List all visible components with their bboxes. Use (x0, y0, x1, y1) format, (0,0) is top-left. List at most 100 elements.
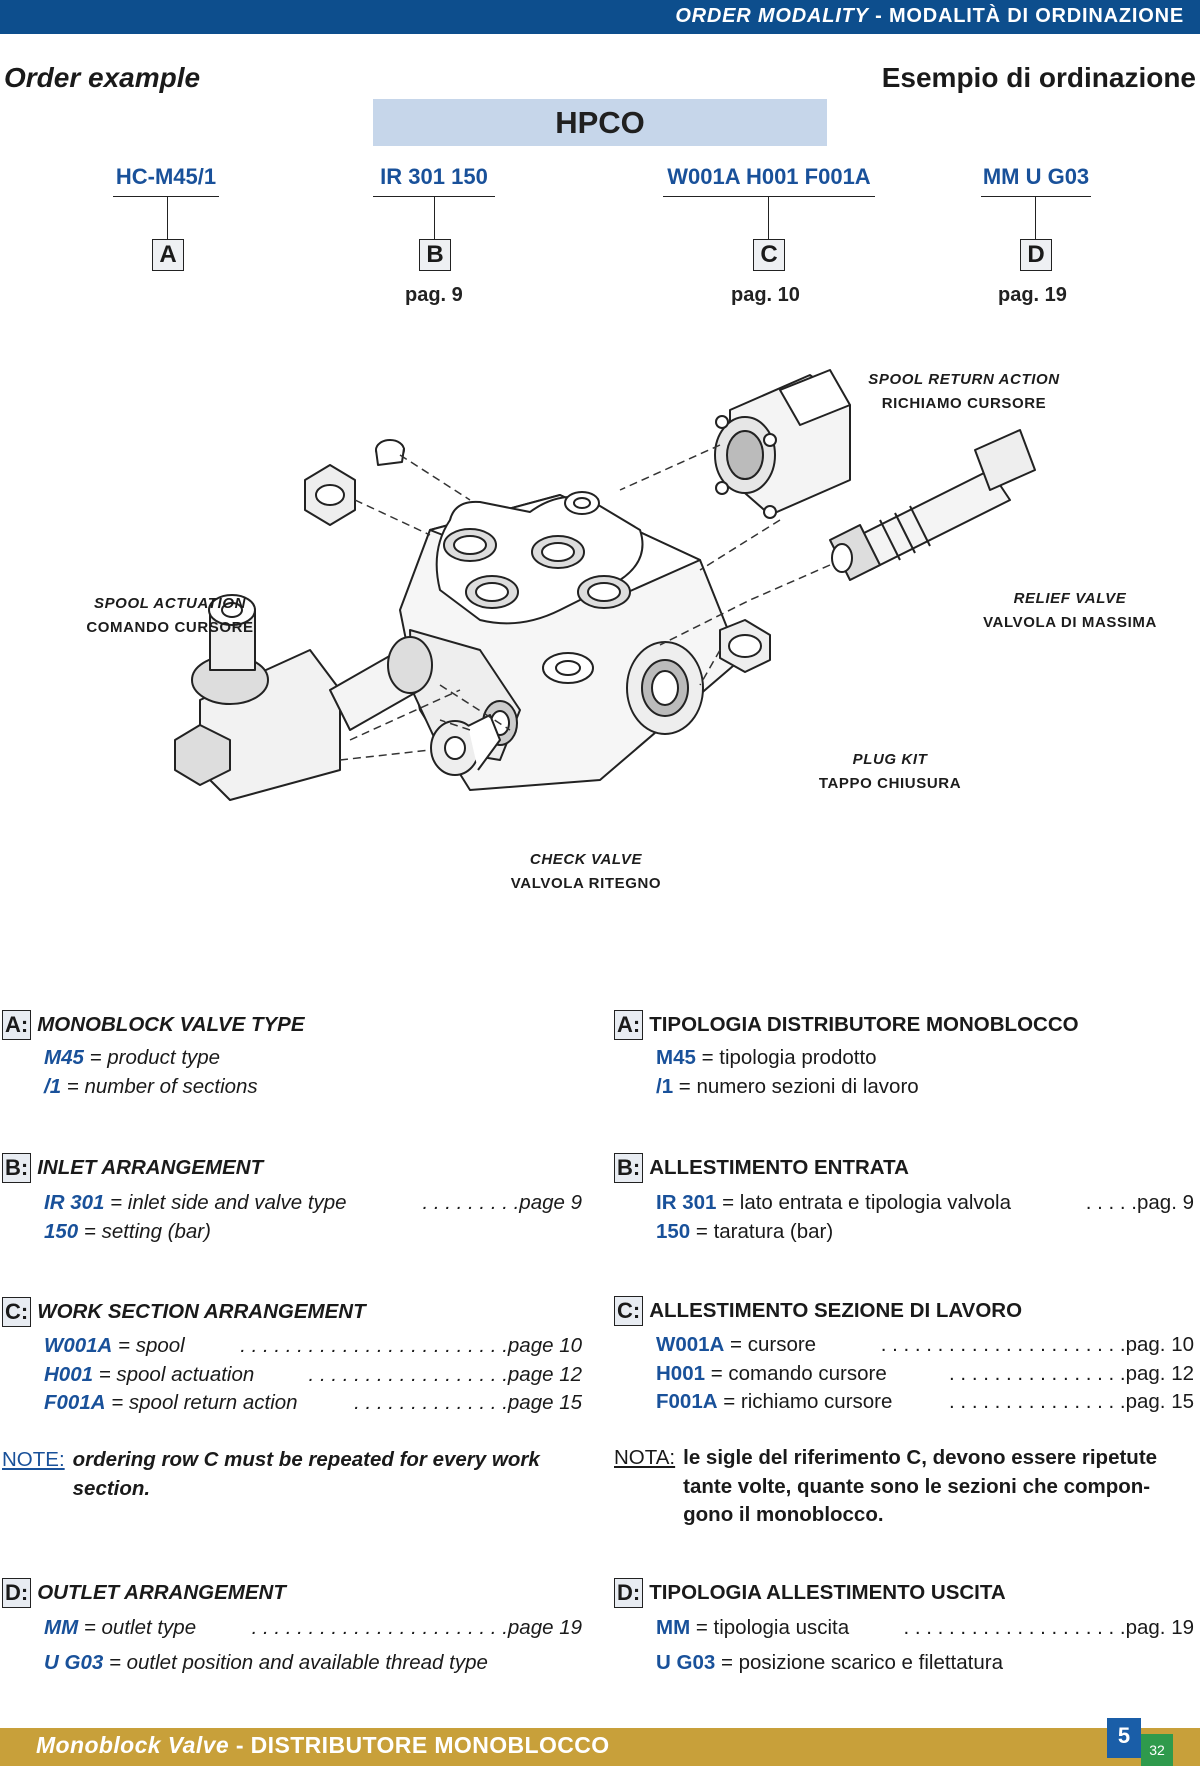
note-text: ordering row C must be repeated for ever… (72, 1448, 540, 1500)
key-box-c: C (753, 239, 785, 271)
page-number: 32 (1141, 1734, 1173, 1766)
key-box-a: A (152, 239, 184, 271)
item-code: /1 (44, 1074, 62, 1098)
header-title-it: MODALITÀ DI ORDINAZIONE (888, 5, 1184, 27)
item-page-ref: . . . . . . . . . . . . . . . . . . . . … (880, 1333, 1194, 1356)
section-b-it: B:ALLESTIMENTO ENTRATA IR 301 = lato ent… (614, 1153, 1194, 1246)
header-bar: ORDER MODALITY - MODALITÀ DI ORDINAZIONE (0, 0, 1200, 34)
section-title: TIPOLOGIA ALLESTIMENTO USCITA (649, 1581, 1006, 1604)
item-text: = inlet side and valve type (104, 1191, 347, 1214)
item-code: 150 (44, 1219, 79, 1243)
list-item: M45 = tipologia prodotto (614, 1044, 1194, 1073)
item-code: IR 301 (44, 1191, 105, 1214)
list-item: U G03 = posizione scarico e filettatura (614, 1649, 1194, 1678)
note-it: NOTA: le sigle del riferimento C, devono … (614, 1444, 1196, 1530)
section-b-it-heading: B:ALLESTIMENTO ENTRATA (614, 1153, 1194, 1183)
order-code-c: W001A H001 F001A (663, 164, 875, 197)
section-d-en-heading: D:OUTLET ARRANGEMENT (2, 1578, 582, 1608)
footer-bar (0, 1728, 1200, 1766)
item-text: = comando cursore (705, 1361, 887, 1385)
item-text: = product type (83, 1046, 221, 1069)
connector-b (434, 196, 435, 240)
section-d-en: D:OUTLET ARRANGEMENT MM = outlet type. .… (2, 1578, 582, 1677)
section-b-en: B:INLET ARRANGEMENT IR 301 = inlet side … (2, 1153, 582, 1246)
list-item: IR 301 = inlet side and valve type . . . … (2, 1189, 582, 1218)
item-page-ref: . . . . . . . . . . . . . .page 15 (354, 1391, 582, 1414)
spool-return-cover-illustration (714, 369, 851, 519)
section-b-en-heading: B:INLET ARRANGEMENT (2, 1153, 582, 1183)
list-item: MM = outlet type. . . . . . . . . . . . … (2, 1614, 582, 1643)
item-text: = setting (bar) (78, 1219, 211, 1243)
page-ref-b: pag. 9 (405, 284, 463, 306)
item-page-ref: . . . . . . . . . . . . . . . . . . . . … (240, 1334, 582, 1357)
item-code: MM (656, 1616, 691, 1639)
header-title-en: ORDER MODALITY (675, 5, 869, 27)
fitting-top-illustration (375, 439, 405, 466)
item-code: U G03 (656, 1650, 716, 1674)
item-text: = spool return action (105, 1391, 298, 1414)
note-text: le sigle del riferimento C, devono esser… (683, 1446, 1158, 1526)
spool-actuation-illustration (174, 594, 433, 801)
section-title: INLET ARRANGEMENT (37, 1156, 264, 1179)
section-title: MONOBLOCK VALVE TYPE (37, 1013, 305, 1036)
list-item: /1 = number of sections (2, 1073, 582, 1102)
item-code: F001A (44, 1391, 106, 1414)
section-key-b: B: (2, 1153, 32, 1183)
section-key-d: D: (2, 1578, 32, 1608)
section-c-it: C:ALLESTIMENTO SEZIONE DI LAVORO W001A =… (614, 1296, 1194, 1417)
label-relief-valve-en: RELIEF VALVE (1013, 590, 1127, 607)
list-item: F001A = richiamo cursore. . . . . . . . … (614, 1388, 1194, 1417)
section-a-en-heading: A:MONOBLOCK VALVE TYPE (2, 1010, 582, 1040)
title-it: Esempio di ordinazione (881, 62, 1196, 93)
key-box-d: D (1020, 239, 1052, 271)
item-page-ref: . . . . . . . . . . . . . . . .pag. 12 (949, 1361, 1194, 1385)
connector-a (167, 196, 168, 240)
item-text: = tipologia uscita (690, 1616, 850, 1639)
footer-title: Monoblock Valve - DISTRIBUTORE MONOBLOCC… (36, 1732, 610, 1759)
note-key: NOTA: (614, 1446, 676, 1469)
item-code: U G03 (44, 1650, 104, 1674)
item-code: IR 301 (656, 1191, 717, 1214)
list-item: M45 = product type (2, 1044, 582, 1073)
section-key-c: C: (2, 1297, 32, 1327)
section-d-it-heading: D:TIPOLOGIA ALLESTIMENTO USCITA (614, 1578, 1194, 1608)
exploded-valve-diagram (174, 369, 1036, 801)
item-page-ref: . . . . . . . . . . . . . . . .pag. 15 (949, 1390, 1194, 1413)
item-code: W001A (44, 1334, 113, 1357)
order-code-a: HC-M45/1 (113, 164, 219, 197)
section-c-it-heading: C:ALLESTIMENTO SEZIONE DI LAVORO (614, 1296, 1194, 1326)
list-item: W001A = cursore. . . . . . . . . . . . .… (614, 1331, 1194, 1360)
list-item: IR 301 = lato entrata e tipologia valvol… (614, 1189, 1194, 1218)
footer-title-en: Monoblock Valve (36, 1732, 230, 1758)
item-text: = lato entrata e tipologia valvola (716, 1191, 1012, 1214)
list-item: W001A = spool. . . . . . . . . . . . . .… (2, 1332, 582, 1361)
item-text: = cursore (724, 1333, 817, 1356)
list-item: 150 = setting (bar) (2, 1218, 582, 1247)
footer-sep: - (229, 1732, 251, 1758)
item-page-ref: . . . . . . . . . . . . . . . . . . . .p… (903, 1616, 1194, 1639)
item-code: H001 (656, 1361, 706, 1385)
list-item: H001 = spool actuation. . . . . . . . . … (2, 1361, 582, 1390)
list-item: 150 = taratura (bar) (614, 1218, 1194, 1247)
item-text: = tipologia prodotto (695, 1046, 877, 1069)
plug-kit-illustration (719, 619, 771, 673)
item-page-ref: . . . . . . . . .page 9 (422, 1191, 582, 1214)
item-text: = posizione scarico e filettatura (715, 1650, 1003, 1674)
list-item: MM = tipologia uscita . . . . . . . . . .… (614, 1614, 1194, 1643)
item-code: M45 (44, 1046, 84, 1069)
plug-left-illustration (304, 464, 356, 526)
item-code: M45 (656, 1046, 696, 1069)
label-spool-return-it: RICHIAMO CURSORE (881, 395, 1047, 412)
list-item: U G03 = outlet position and available th… (2, 1649, 582, 1678)
section-a-it: A:TIPOLOGIA DISTRIBUTORE MONOBLOCCO M45 … (614, 1010, 1194, 1101)
label-spool-return-en: SPOOL RETURN ACTION (868, 371, 1060, 388)
list-item: F001A = spool return action . . . . . . .… (2, 1389, 582, 1418)
section-c-en: C:WORK SECTION ARRANGEMENT W001A = spool… (2, 1297, 582, 1418)
label-spool-actuation-it: COMANDO CURSORE (86, 619, 254, 636)
order-code-d: MM U G03 (981, 164, 1091, 197)
list-item: H001 = comando cursore . . . . . . . . . … (614, 1360, 1194, 1389)
section-key-a: A: (2, 1010, 32, 1040)
item-text: = numero sezioni di lavoro (673, 1074, 919, 1098)
section-a-it-heading: A:TIPOLOGIA DISTRIBUTORE MONOBLOCCO (614, 1010, 1194, 1040)
